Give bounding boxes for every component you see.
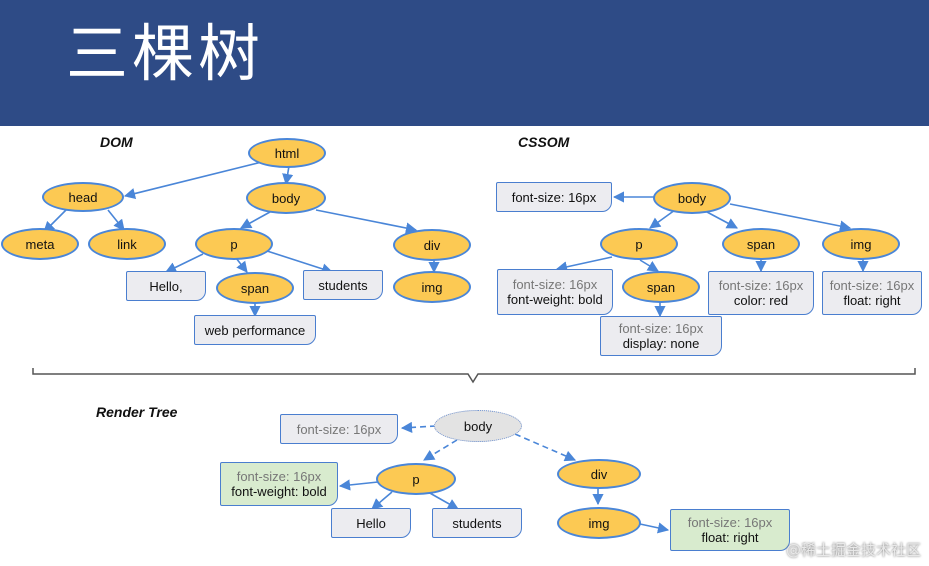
cssom-node-body: body <box>653 182 731 214</box>
edge-p-span <box>235 257 248 273</box>
dom-text-web-performance: web performance <box>194 315 316 345</box>
cssom-span-style: font-size: 16px color: red <box>708 271 814 315</box>
render-tree-label: Render Tree <box>96 404 178 420</box>
cssom-img-style: font-size: 16px float: right <box>822 271 922 315</box>
edge-head-link <box>107 209 125 231</box>
edge-r-body-p <box>423 439 458 461</box>
dom-text-students: students <box>303 270 383 300</box>
cssom-label: CSSOM <box>518 134 570 150</box>
edge-r-body-div <box>514 433 577 462</box>
dom-label: DOM <box>100 134 133 150</box>
dom-text-hello: Hello, <box>126 271 206 301</box>
edge-r-p-hello <box>371 491 393 510</box>
cssom-p-style-line1: font-size: 16px <box>512 277 598 292</box>
cssom-body-style: font-size: 16px <box>496 182 612 212</box>
cssom-node-p-span: span <box>622 271 700 303</box>
watermark: @稀土掘金技术社区 <box>785 541 921 559</box>
cssom-node-span: span <box>722 228 800 260</box>
dom-node-div: div <box>393 229 471 261</box>
edge-p-students <box>263 249 334 275</box>
dom-node-p: p <box>195 228 273 260</box>
title-bar: 三棵树 <box>0 0 929 126</box>
edge-html-body <box>282 165 294 186</box>
render-p-style: font-size: 16px font-weight: bold <box>220 462 338 506</box>
edge-body-img-css <box>729 203 852 232</box>
edge-body-div <box>315 209 418 234</box>
edge-html-head <box>123 161 263 200</box>
render-p-style-line2: font-weight: bold <box>231 484 327 499</box>
dom-node-link: link <box>88 228 166 260</box>
diagram-canvas: DOM CSSOM Render Tree html head body met… <box>0 126 929 566</box>
render-node-div: div <box>557 459 641 489</box>
cssom-p-span-style: font-size: 16px display: none <box>600 316 722 356</box>
dom-node-html: html <box>248 138 326 168</box>
edge-body-p <box>240 211 271 229</box>
cssom-span-style-line1: font-size: 16px <box>718 278 804 293</box>
render-text-students: students <box>432 508 522 538</box>
edge-p-span-css <box>639 259 659 272</box>
edge-r-img-style <box>639 522 670 534</box>
edge-r-p-style <box>338 479 379 491</box>
render-img-style-line1: font-size: 16px <box>687 515 773 530</box>
cssom-p-span-style-line2: display: none <box>622 336 700 351</box>
render-body-style-text: font-size: 16px <box>296 421 382 437</box>
dom-node-meta: meta <box>1 228 79 260</box>
cssom-span-style-line2: color: red <box>733 293 789 308</box>
edge-body-span-css <box>706 211 738 229</box>
cssom-p-style-line2: font-weight: bold <box>507 292 603 307</box>
dom-node-img: img <box>393 271 471 303</box>
dom-node-span: span <box>216 272 294 304</box>
render-img-style-line2: float: right <box>701 530 759 545</box>
cssom-node-p: p <box>600 228 678 260</box>
edge-r-p-students <box>427 491 459 510</box>
render-p-style-line1: font-size: 16px <box>236 469 322 484</box>
edge-p-pstyle <box>555 256 613 273</box>
bracket <box>32 368 916 384</box>
dom-node-head: head <box>42 182 124 212</box>
cssom-node-img: img <box>822 228 900 260</box>
render-text-hello: Hello <box>331 508 411 538</box>
edge-p-hello <box>164 253 204 273</box>
render-img-style: font-size: 16px float: right <box>670 509 790 551</box>
page-title: 三棵树 <box>66 17 265 90</box>
cssom-p-span-style-line1: font-size: 16px <box>618 321 704 336</box>
cssom-img-style-line2: float: right <box>843 293 901 308</box>
edge-r-body-style <box>400 421 437 433</box>
edge-body-p-css <box>649 209 676 229</box>
render-node-img: img <box>557 507 641 539</box>
render-node-p: p <box>376 463 456 495</box>
cssom-img-style-line1: font-size: 16px <box>829 278 915 293</box>
connector-lines <box>32 161 916 534</box>
render-node-body: body <box>434 410 522 442</box>
dom-node-body: body <box>246 182 326 214</box>
cssom-p-style: font-size: 16px font-weight: bold <box>497 269 613 315</box>
render-body-style: font-size: 16px <box>280 414 398 444</box>
